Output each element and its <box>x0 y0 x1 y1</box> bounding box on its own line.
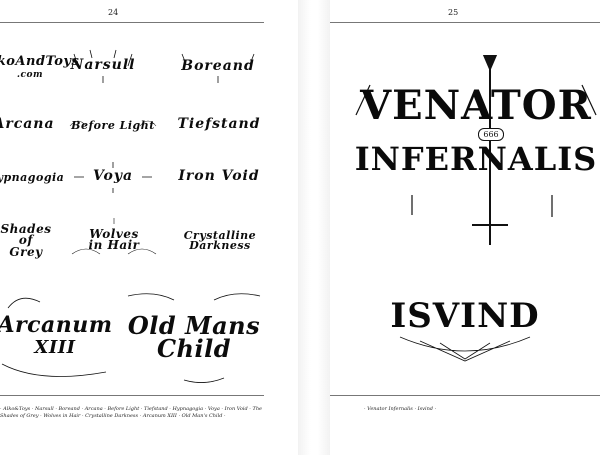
logo-before-light: Before Light <box>66 112 160 140</box>
logo-text: Wolves in Hair <box>88 226 140 252</box>
logo-alkotoys: AlkoAndToys.com <box>0 50 79 86</box>
logo-shades-grey: Shades of Grey <box>0 214 52 268</box>
logo-voya: Voya <box>70 160 156 194</box>
flourish-ornament <box>127 293 261 383</box>
top-rule-left <box>0 22 264 23</box>
top-rule-right <box>330 22 600 23</box>
right-page: 25 VENATOR INFERNALIS 666 ISVIND · Venat… <box>330 0 600 455</box>
logo-subtext: Child <box>156 334 232 363</box>
spikes-ornament <box>73 49 133 83</box>
logo-iron-void: Iron Void <box>174 162 264 192</box>
logo-tiefstand: Tiefstand <box>174 110 264 140</box>
badge-666: 666 <box>478 128 504 141</box>
logo-venator-infernalis: VENATOR INFERNALIS 666 <box>352 55 600 255</box>
logo-text: Tiefstand <box>177 116 261 133</box>
logo-crystalline: Crystalline Darkness <box>176 216 264 266</box>
caption-left: · Alko&Toys · Narsull · Boreand · Arcana… <box>0 406 262 419</box>
logo-wolves-hair: Wolves in Hair <box>66 214 162 266</box>
page-number-left: 24 <box>108 8 119 17</box>
venator-line2: INFERNALIS <box>354 140 598 178</box>
logo-hypnagogia: Hypnagogia <box>0 162 64 194</box>
isvind-text: ISVIND <box>390 296 540 336</box>
spikes-ornament <box>181 53 255 83</box>
logo-text: Iron Void <box>178 168 260 185</box>
logo-text: AlkoAndToys <box>0 53 80 69</box>
logo-subtext: .com <box>16 70 44 80</box>
logo-text: Before Light <box>71 118 155 132</box>
logo-text: Voya <box>92 168 134 185</box>
logo-text: Arcana <box>0 116 55 133</box>
logo-text: Boreand <box>181 58 255 75</box>
branch-ornament <box>71 218 157 255</box>
logo-text: Narsull <box>70 57 136 74</box>
cross-ornament <box>355 55 597 245</box>
web-ornament <box>399 336 531 362</box>
logo-arcana: Arcana <box>0 110 54 140</box>
spikes-ornament <box>74 162 152 193</box>
logo-subtext: XIII <box>34 337 76 358</box>
logo-text: Hypnagogia <box>0 170 65 184</box>
logo-boreal: Boreand <box>172 50 264 84</box>
left-page: 24 AlkoAndToys.com Narsull Boreand Arcan… <box>0 0 298 455</box>
flourish-ornament <box>1 297 107 377</box>
logo-text: Shades of Grey <box>0 221 52 259</box>
bottom-rule-left <box>0 395 264 396</box>
logo-text: Crystalline Darkness <box>183 228 257 252</box>
logo-isvind: ISVIND <box>380 285 550 365</box>
bottom-rule-right <box>330 395 600 396</box>
caption-right: · Venator Infernalis · Isvind · <box>364 406 437 412</box>
swirl-ornament <box>69 120 157 127</box>
logo-narsul: Narsull <box>70 48 136 84</box>
logo-text: Arcanum <box>0 312 113 339</box>
page-number-right: 25 <box>448 8 459 17</box>
book-gutter <box>298 0 330 455</box>
venator-line1: VENATOR <box>360 82 592 129</box>
logo-text: Old Mans <box>127 311 261 341</box>
